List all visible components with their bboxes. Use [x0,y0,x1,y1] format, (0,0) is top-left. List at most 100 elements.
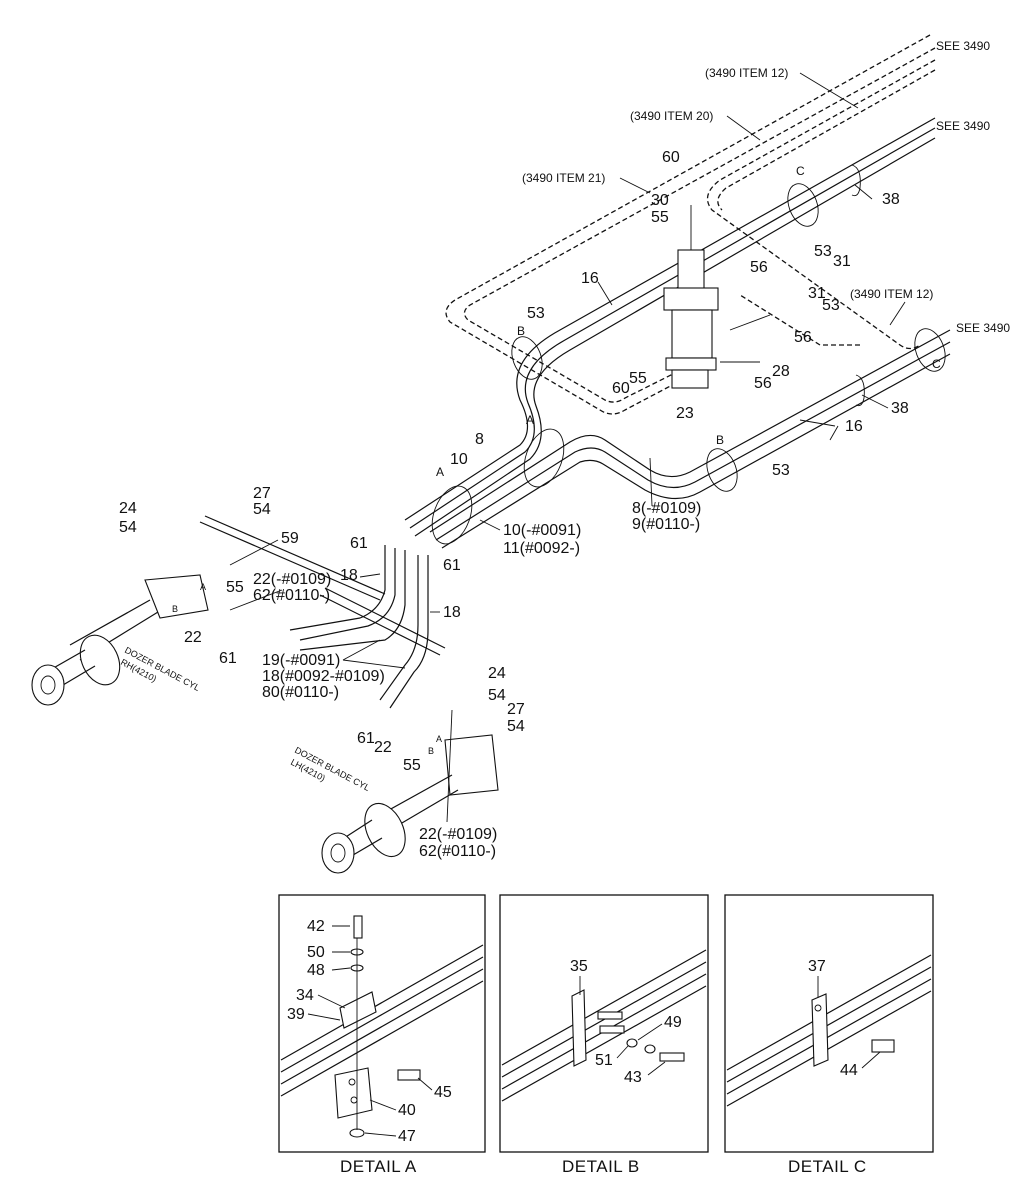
callout-22-62: 22(-#0109) [253,571,331,588]
callout-54: 54 [488,687,506,704]
callout-31: 31 [808,285,826,302]
callout-18: 18 [443,604,461,621]
callout-10-11: 10(-#0091) [503,522,581,539]
callout-8-9: 8(-#0109) [632,500,701,517]
detail-b-callout-49: 49 [664,1014,682,1031]
callout-19-18-80: 80(#0110-) [262,684,339,701]
callout-54: 54 [507,718,525,735]
marker-a: A [526,413,534,427]
ref-see-3490-top: SEE 3490 [936,39,990,53]
callout-60: 60 [662,149,680,166]
callout-59: 59 [281,530,299,547]
port-a: A [200,582,206,592]
callout-22-62: 22(-#0109) [419,826,497,843]
callout-27: 27 [253,485,271,502]
callout-18: 18 [340,567,358,584]
marker-b: B [716,433,724,447]
ref-3490-item-20: (3490 ITEM 20) [630,109,713,123]
callout-27: 27 [507,701,525,718]
callout-56: 56 [750,259,768,276]
ref-3490-item-21: (3490 ITEM 21) [522,171,605,185]
detail-a-panel: 42 50 48 34 39 45 40 47 [278,894,486,1153]
ref-see-3490-mid: SEE 3490 [936,119,990,133]
callout-labels: 60 30 55 38 53 31 56 31 53 56 16 53 28 5… [119,149,909,860]
callout-54: 54 [119,519,137,536]
detail-a-callout-48: 48 [307,962,325,979]
callout-31: 31 [833,253,851,270]
callout-22: 22 [374,739,392,756]
callout-55: 55 [651,209,669,226]
callout-56: 56 [754,375,772,392]
ref-3490-item-12-top: (3490 ITEM 12) [705,66,788,80]
callout-60: 60 [612,380,630,397]
detail-a-callout-47: 47 [398,1128,416,1145]
callout-53: 53 [814,243,832,260]
callout-24: 24 [119,500,137,517]
callout-56: 56 [794,329,812,346]
callout-19-18-80: 19(-#0091) [262,652,340,669]
callout-54: 54 [253,501,271,518]
detail-b-callout-35: 35 [570,958,588,975]
section-markers: A A B B C C A B A B [172,164,941,756]
callout-22: 22 [184,629,202,646]
callout-24: 24 [488,665,506,682]
marker-a: A [436,465,444,479]
port-b: B [428,746,434,756]
marker-c: C [932,357,941,371]
detail-b-caption: DETAIL B [562,1157,640,1176]
callout-23: 23 [676,405,694,422]
callout-55: 55 [403,757,421,774]
detail-b-callout-43: 43 [624,1069,642,1086]
clamps-38 [851,164,865,407]
callout-8-9: 9(#0110-) [632,516,700,533]
clamp-markers [431,183,946,545]
detail-a-callout-50: 50 [307,944,325,961]
detail-c-panel: 37 44 [724,894,934,1153]
callout-10-11: 11(#0092-) [503,540,580,557]
detail-c-callout-44: 44 [840,1062,858,1079]
detail-a-callout-40: 40 [398,1102,416,1119]
detail-b-callout-51: 51 [595,1052,613,1069]
callout-19-18-80: 18(#0092-#0109) [262,668,385,685]
callout-16: 16 [581,270,599,287]
marker-b: B [517,324,525,338]
cylinder-rh [31,574,209,706]
callout-10: 10 [450,451,468,468]
callout-22-62: 62(#0110-) [419,843,496,860]
callout-53: 53 [822,297,840,314]
ref-see-3490-right: SEE 3490 [956,321,1010,335]
detail-a-callout-39: 39 [287,1006,305,1023]
cylinder-lh [321,734,499,874]
callout-22-62: 62(#0110-) [253,587,330,604]
callout-28: 28 [772,363,790,380]
detail-a-callout-45: 45 [434,1084,452,1101]
port-a: A [436,734,442,744]
callout-61: 61 [350,535,368,552]
detail-c-callout-37: 37 [808,958,826,975]
leader-lines [229,184,889,823]
callout-61: 61 [219,650,237,667]
callout-55: 55 [226,579,244,596]
detail-c-caption: DETAIL C [788,1157,867,1176]
swivel-joint [663,205,771,389]
detail-a-callout-42: 42 [307,918,325,935]
callout-16: 16 [845,418,863,435]
detail-a-caption: DETAIL A [340,1157,417,1176]
reference-pipes-dashed [445,34,936,415]
detail-a-callout-34: 34 [296,987,314,1004]
callout-38: 38 [882,191,900,208]
marker-c: C [796,164,805,178]
callout-61: 61 [357,730,375,747]
callout-38: 38 [891,400,909,417]
callout-8: 8 [475,431,484,448]
callout-30: 30 [651,192,669,209]
callout-53: 53 [527,305,545,322]
callout-55: 55 [629,370,647,387]
callout-53: 53 [772,462,790,479]
port-b: B [172,604,178,614]
detail-b-panel: 35 49 51 43 [499,894,709,1153]
main-pipes [199,117,951,709]
callout-61: 61 [443,557,461,574]
